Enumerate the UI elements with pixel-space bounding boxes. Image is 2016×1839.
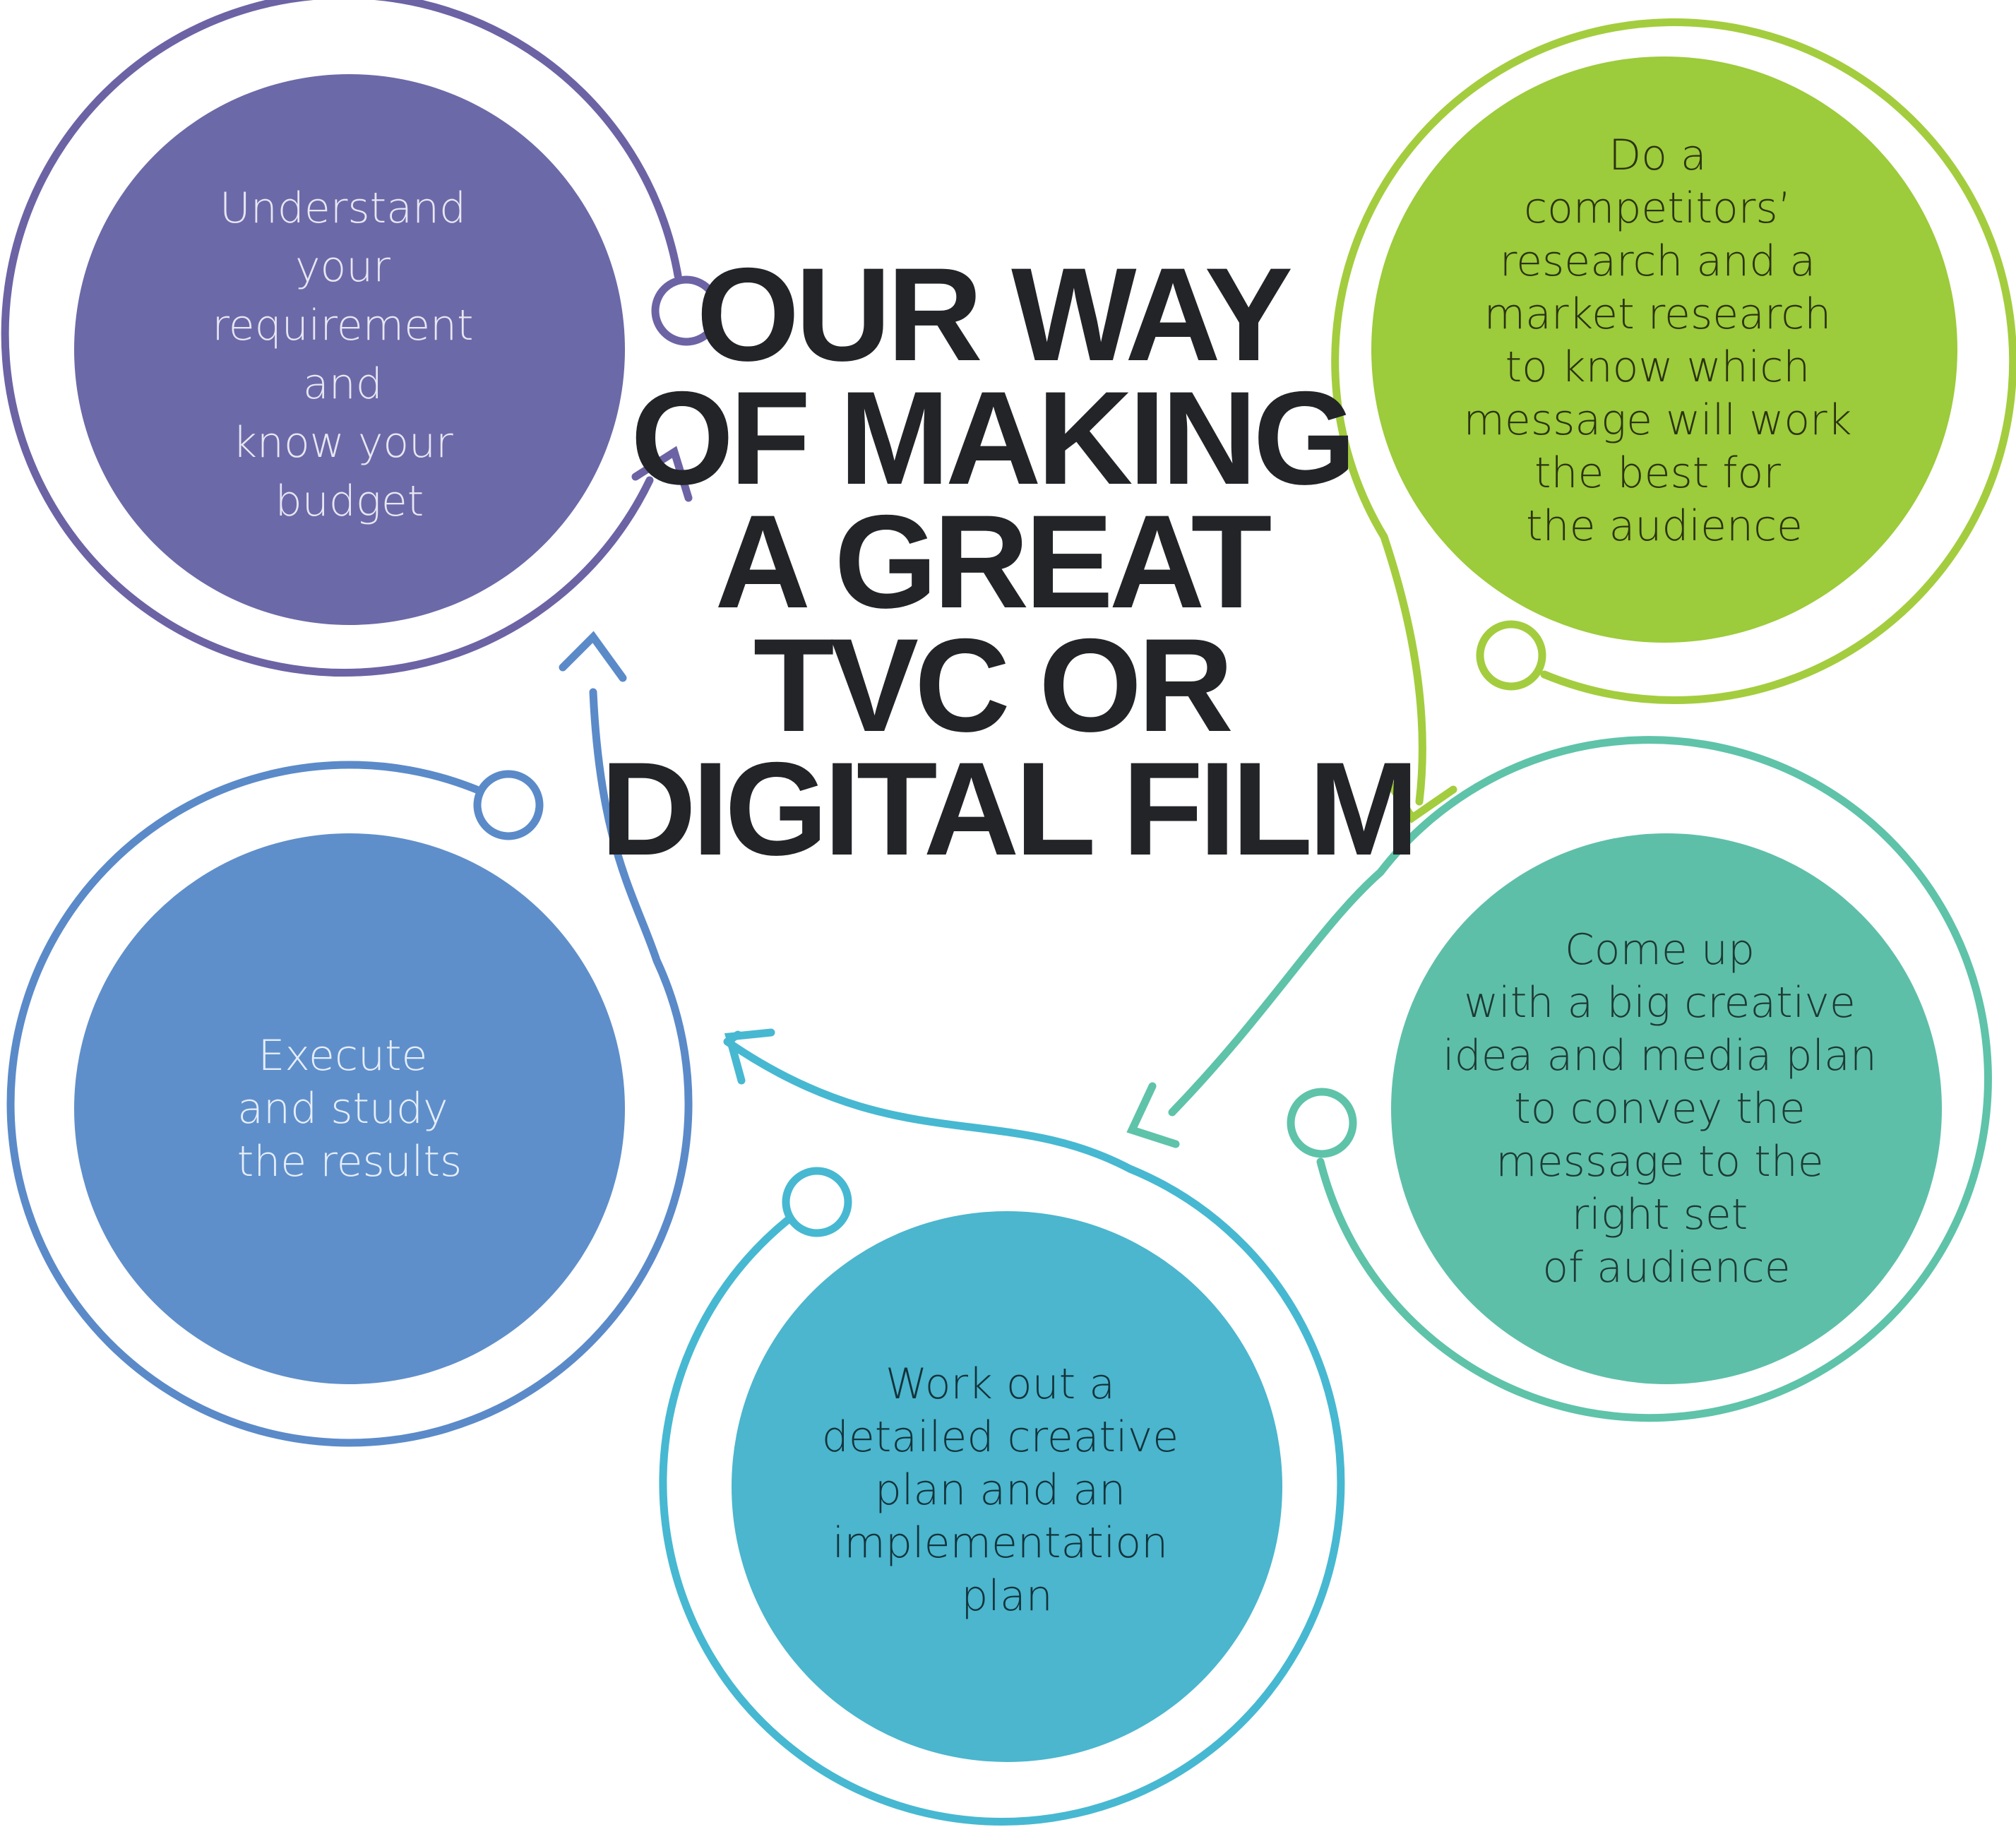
- step-creative-line: Come up: [1565, 925, 1755, 975]
- step-understand-connector-knob: [651, 275, 722, 346]
- step-execute-connector-knob: [473, 770, 544, 840]
- step-research-line: message will work: [1463, 395, 1851, 445]
- step-creative-circle: [1391, 833, 1942, 1384]
- step-creative-arrowhead: [1126, 1082, 1180, 1148]
- step-understand-ring: [1, 0, 682, 677]
- page-title-line: OUR WAY: [696, 240, 1292, 388]
- step-execute: Execute and study the results: [6, 631, 693, 1447]
- step-understand-line: requirement: [212, 301, 473, 350]
- step-research-line: research and a: [1500, 237, 1815, 286]
- step-plan: Work out a detailed creative plan and an…: [659, 1028, 1345, 1826]
- step-understand-line: budget: [275, 477, 424, 526]
- step-understand-line: know your: [232, 418, 453, 468]
- step-creative-ring: [1168, 736, 1992, 1422]
- step-research-text: Do a competitors’ research and a market …: [1463, 131, 1865, 551]
- step-understand-line: and: [303, 359, 383, 409]
- step-research-line: Do a: [1609, 131, 1707, 180]
- step-research: Do a competitors’ research and a market …: [1331, 18, 2016, 823]
- step-creative-line: to convey the: [1514, 1084, 1806, 1133]
- step-plan-ring: [659, 1037, 1345, 1826]
- page-title-line: A GREAT: [715, 487, 1270, 636]
- step-understand-circle: [74, 74, 625, 625]
- step-understand-line: your: [295, 242, 390, 292]
- step-research-circle: [1371, 56, 1957, 643]
- step-understand-text: Understand your requirement and know you…: [212, 184, 487, 526]
- step-research-arrowhead: [1381, 773, 1457, 823]
- step-execute-arrowhead: [559, 631, 627, 682]
- step-research-line: to know which: [1505, 343, 1811, 392]
- step-execute-circle: [74, 833, 625, 1384]
- step-plan-line: detailed creative: [822, 1412, 1179, 1462]
- step-plan-line: implementation: [833, 1518, 1168, 1568]
- step-plan-circle: [732, 1211, 1282, 1762]
- step-creative-line: right set: [1572, 1190, 1748, 1239]
- step-research-line: competitors’: [1524, 184, 1791, 233]
- step-execute-line: and study: [237, 1084, 448, 1133]
- step-plan-arrowhead: [724, 1028, 775, 1085]
- step-understand-arrowhead: [631, 446, 693, 502]
- page-title-line: DIGITAL FILM: [600, 734, 1414, 883]
- step-execute-line: the results: [237, 1137, 463, 1186]
- step-plan-text: Work out a detailed creative plan and an…: [822, 1359, 1192, 1621]
- step-research-connector-knob: [1476, 620, 1546, 691]
- step-research-line: market research: [1484, 290, 1832, 339]
- step-research-line: the audience: [1526, 501, 1803, 551]
- step-execute-line: Execute: [258, 1031, 427, 1081]
- page-title: OUR WAY OF MAKING A GREAT TVC OR DIGITAL…: [600, 240, 1414, 883]
- page-title-line: OF MAKING: [631, 364, 1352, 512]
- step-creative-connector-knob: [1287, 1088, 1357, 1158]
- step-creative-text: Come up with a big creative idea and med…: [1443, 925, 1890, 1292]
- step-execute-text: Execute and study the results: [237, 1031, 463, 1186]
- step-creative-line: idea and media plan: [1443, 1031, 1877, 1081]
- step-creative: Come up with a big creative idea and med…: [1126, 736, 1992, 1422]
- page-title-line: TVC OR: [753, 611, 1231, 759]
- step-plan-line: Work out a: [885, 1359, 1115, 1409]
- step-execute-ring: [6, 688, 693, 1447]
- step-plan-connector-knob: [782, 1167, 852, 1237]
- step-creative-line: of audience: [1542, 1243, 1790, 1292]
- step-research-ring: [1331, 18, 2016, 806]
- step-creative-line: message to the: [1496, 1137, 1823, 1186]
- step-understand-line: Understand: [220, 184, 466, 233]
- step-creative-line: with a big creative: [1464, 978, 1856, 1028]
- step-research-line: the best for: [1534, 448, 1781, 498]
- step-understand: Understand your requirement and know you…: [1, 0, 722, 677]
- step-plan-line: plan: [961, 1571, 1053, 1621]
- step-plan-line: plan and an: [875, 1465, 1126, 1515]
